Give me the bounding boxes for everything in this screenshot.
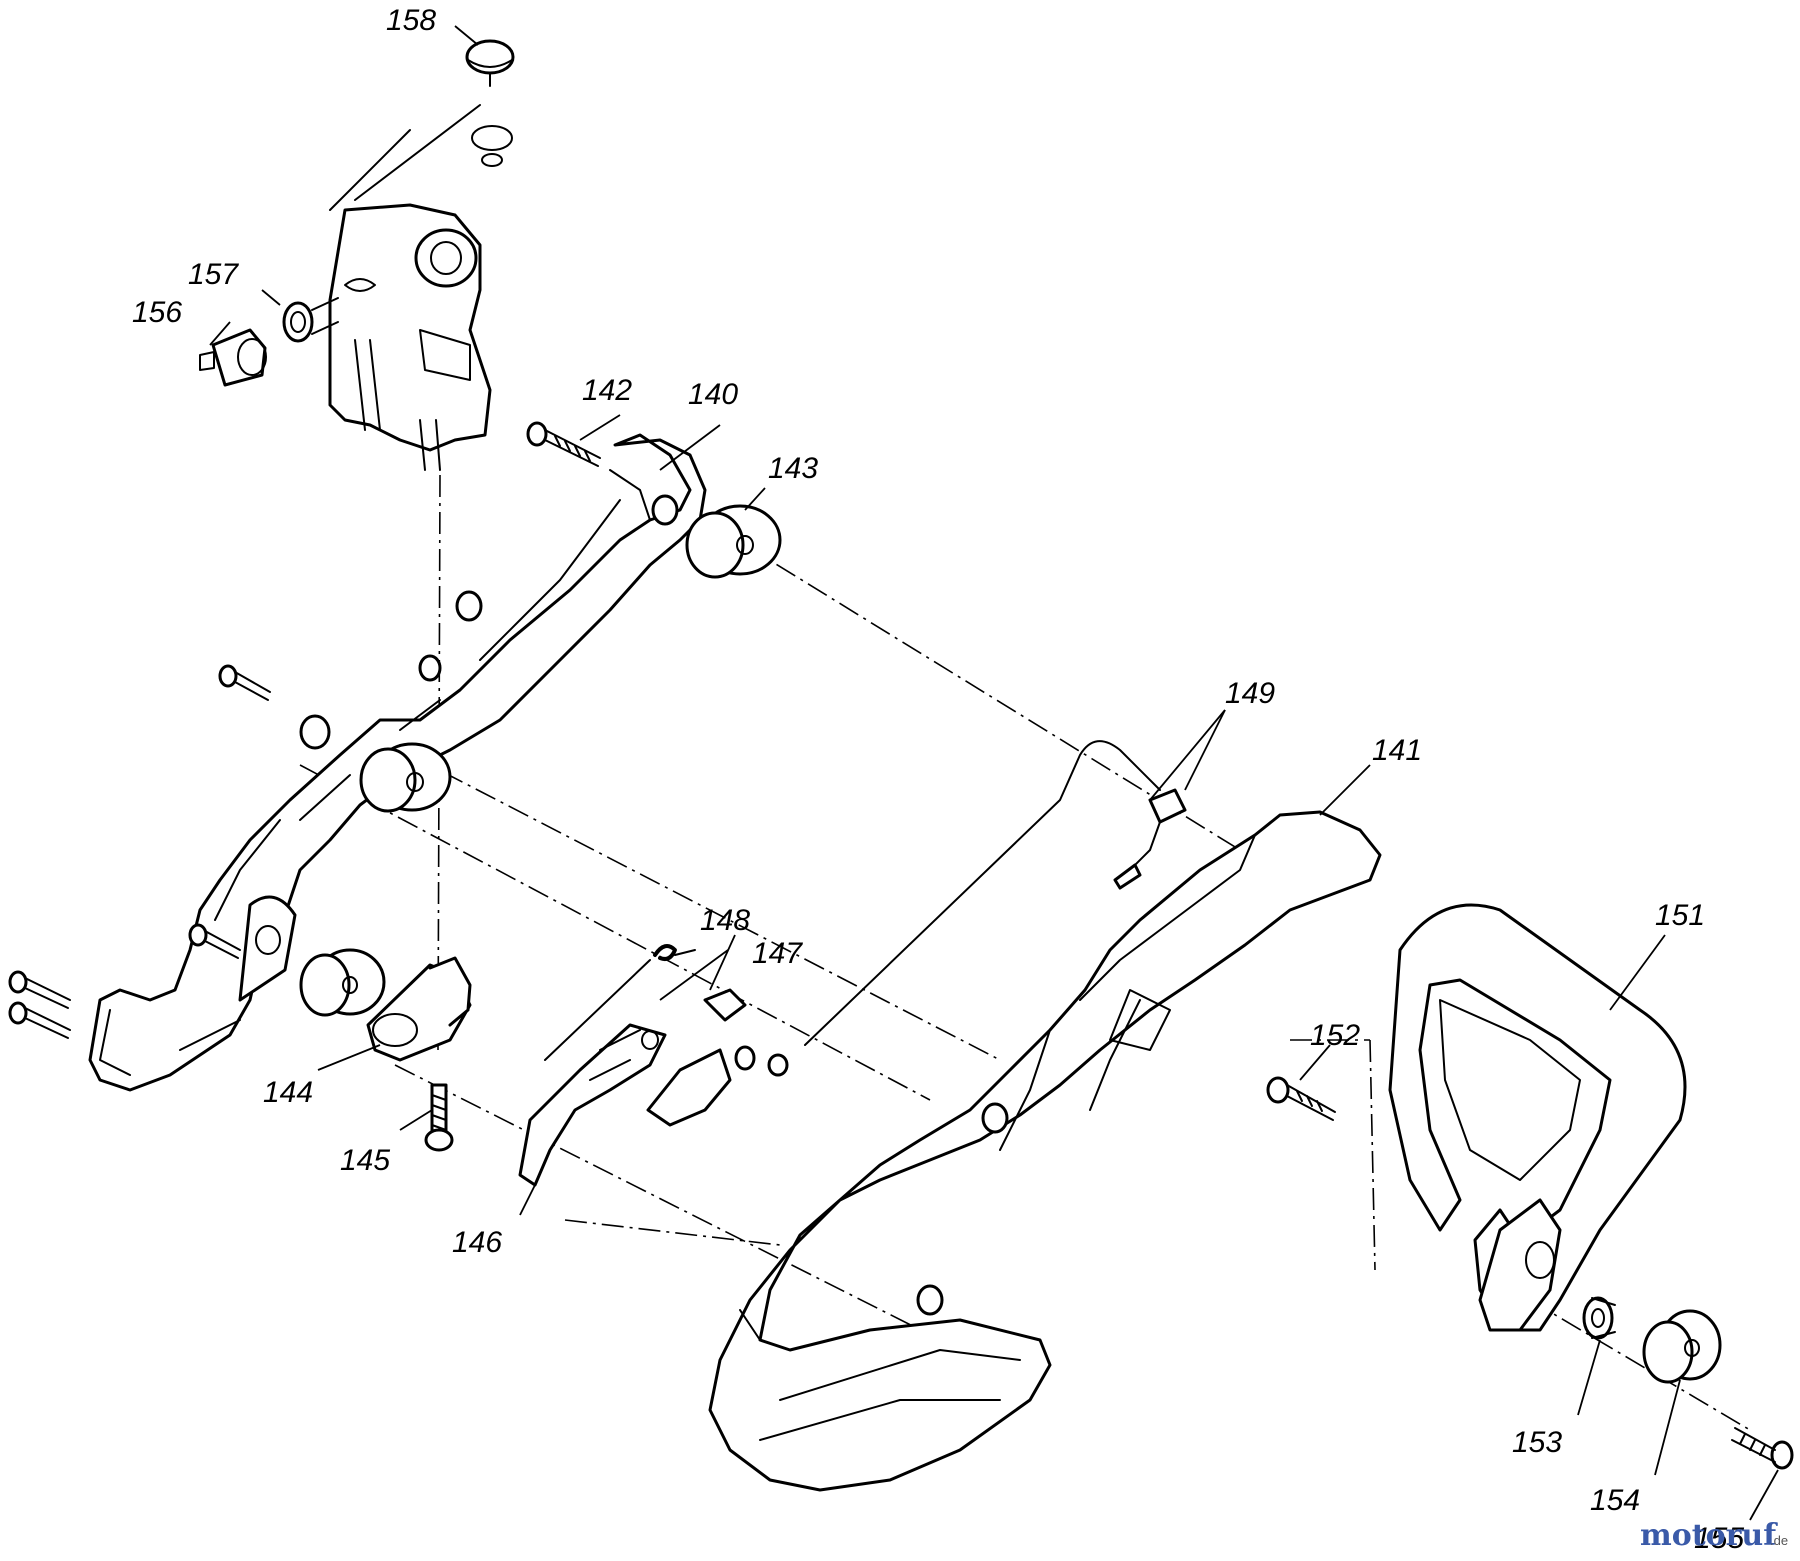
leader-lines: [209, 25, 1779, 1521]
part-145-bolt: [424, 1083, 454, 1152]
callout-153: 153: [1512, 1426, 1562, 1459]
callout-148: 148: [700, 904, 750, 937]
callout-154: 154: [1590, 1484, 1640, 1517]
part-buffer-lower: [299, 948, 386, 1017]
callout-147: 147: [752, 937, 803, 970]
callout-140: 140: [688, 378, 738, 411]
callout-144: 144: [263, 1076, 313, 1109]
part-152-screw: [1266, 1076, 1336, 1121]
part-157-ring: [282, 297, 339, 343]
part-154-buffer: [1642, 1309, 1722, 1384]
callout-141: 141: [1372, 734, 1422, 767]
part-146-trigger: [518, 1023, 667, 1187]
part-buffer-mid: [359, 742, 452, 813]
part-lever: [646, 1045, 756, 1127]
callout-151: 151: [1655, 899, 1705, 932]
callout-labels: 158 157 156 142 140 143 149 141 148 147 …: [132, 4, 1744, 1555]
callout-142: 142: [582, 374, 632, 407]
part-141-front-handle: [708, 810, 1382, 1492]
part-top-cover: [328, 104, 513, 471]
part-156-knob: [199, 328, 267, 387]
part-148-spring: [544, 944, 696, 1061]
part-153-spacer: [1582, 1296, 1616, 1340]
part-149-cable: [804, 740, 1187, 1046]
callout-145: 145: [340, 1144, 390, 1177]
part-142-screw: [526, 421, 601, 467]
callout-155: 155: [1694, 1522, 1744, 1555]
watermark-logo: motoruf .de: [1640, 1518, 1788, 1553]
callout-146: 146: [452, 1226, 502, 1259]
part-147-pin: [703, 988, 789, 1077]
callout-156: 156: [132, 296, 182, 329]
callout-143: 143: [768, 452, 818, 485]
callout-158: 158: [386, 4, 436, 37]
callout-157: 157: [188, 258, 239, 291]
callout-149: 149: [1225, 677, 1275, 710]
part-143-buffer: [685, 504, 782, 579]
part-144-plate: [366, 956, 472, 1062]
part-rear-handle-screws: [8, 664, 271, 1039]
watermark-brand: motoruf: [1640, 1518, 1778, 1553]
part-hook-lower: [238, 895, 297, 1002]
part-151-loop-handle: [1388, 903, 1687, 1332]
watermark-suffix: .de: [1770, 1533, 1788, 1548]
callout-152: 152: [1310, 1019, 1360, 1052]
part-158-cap: [465, 39, 515, 87]
part-155-screw: [1731, 1427, 1794, 1470]
